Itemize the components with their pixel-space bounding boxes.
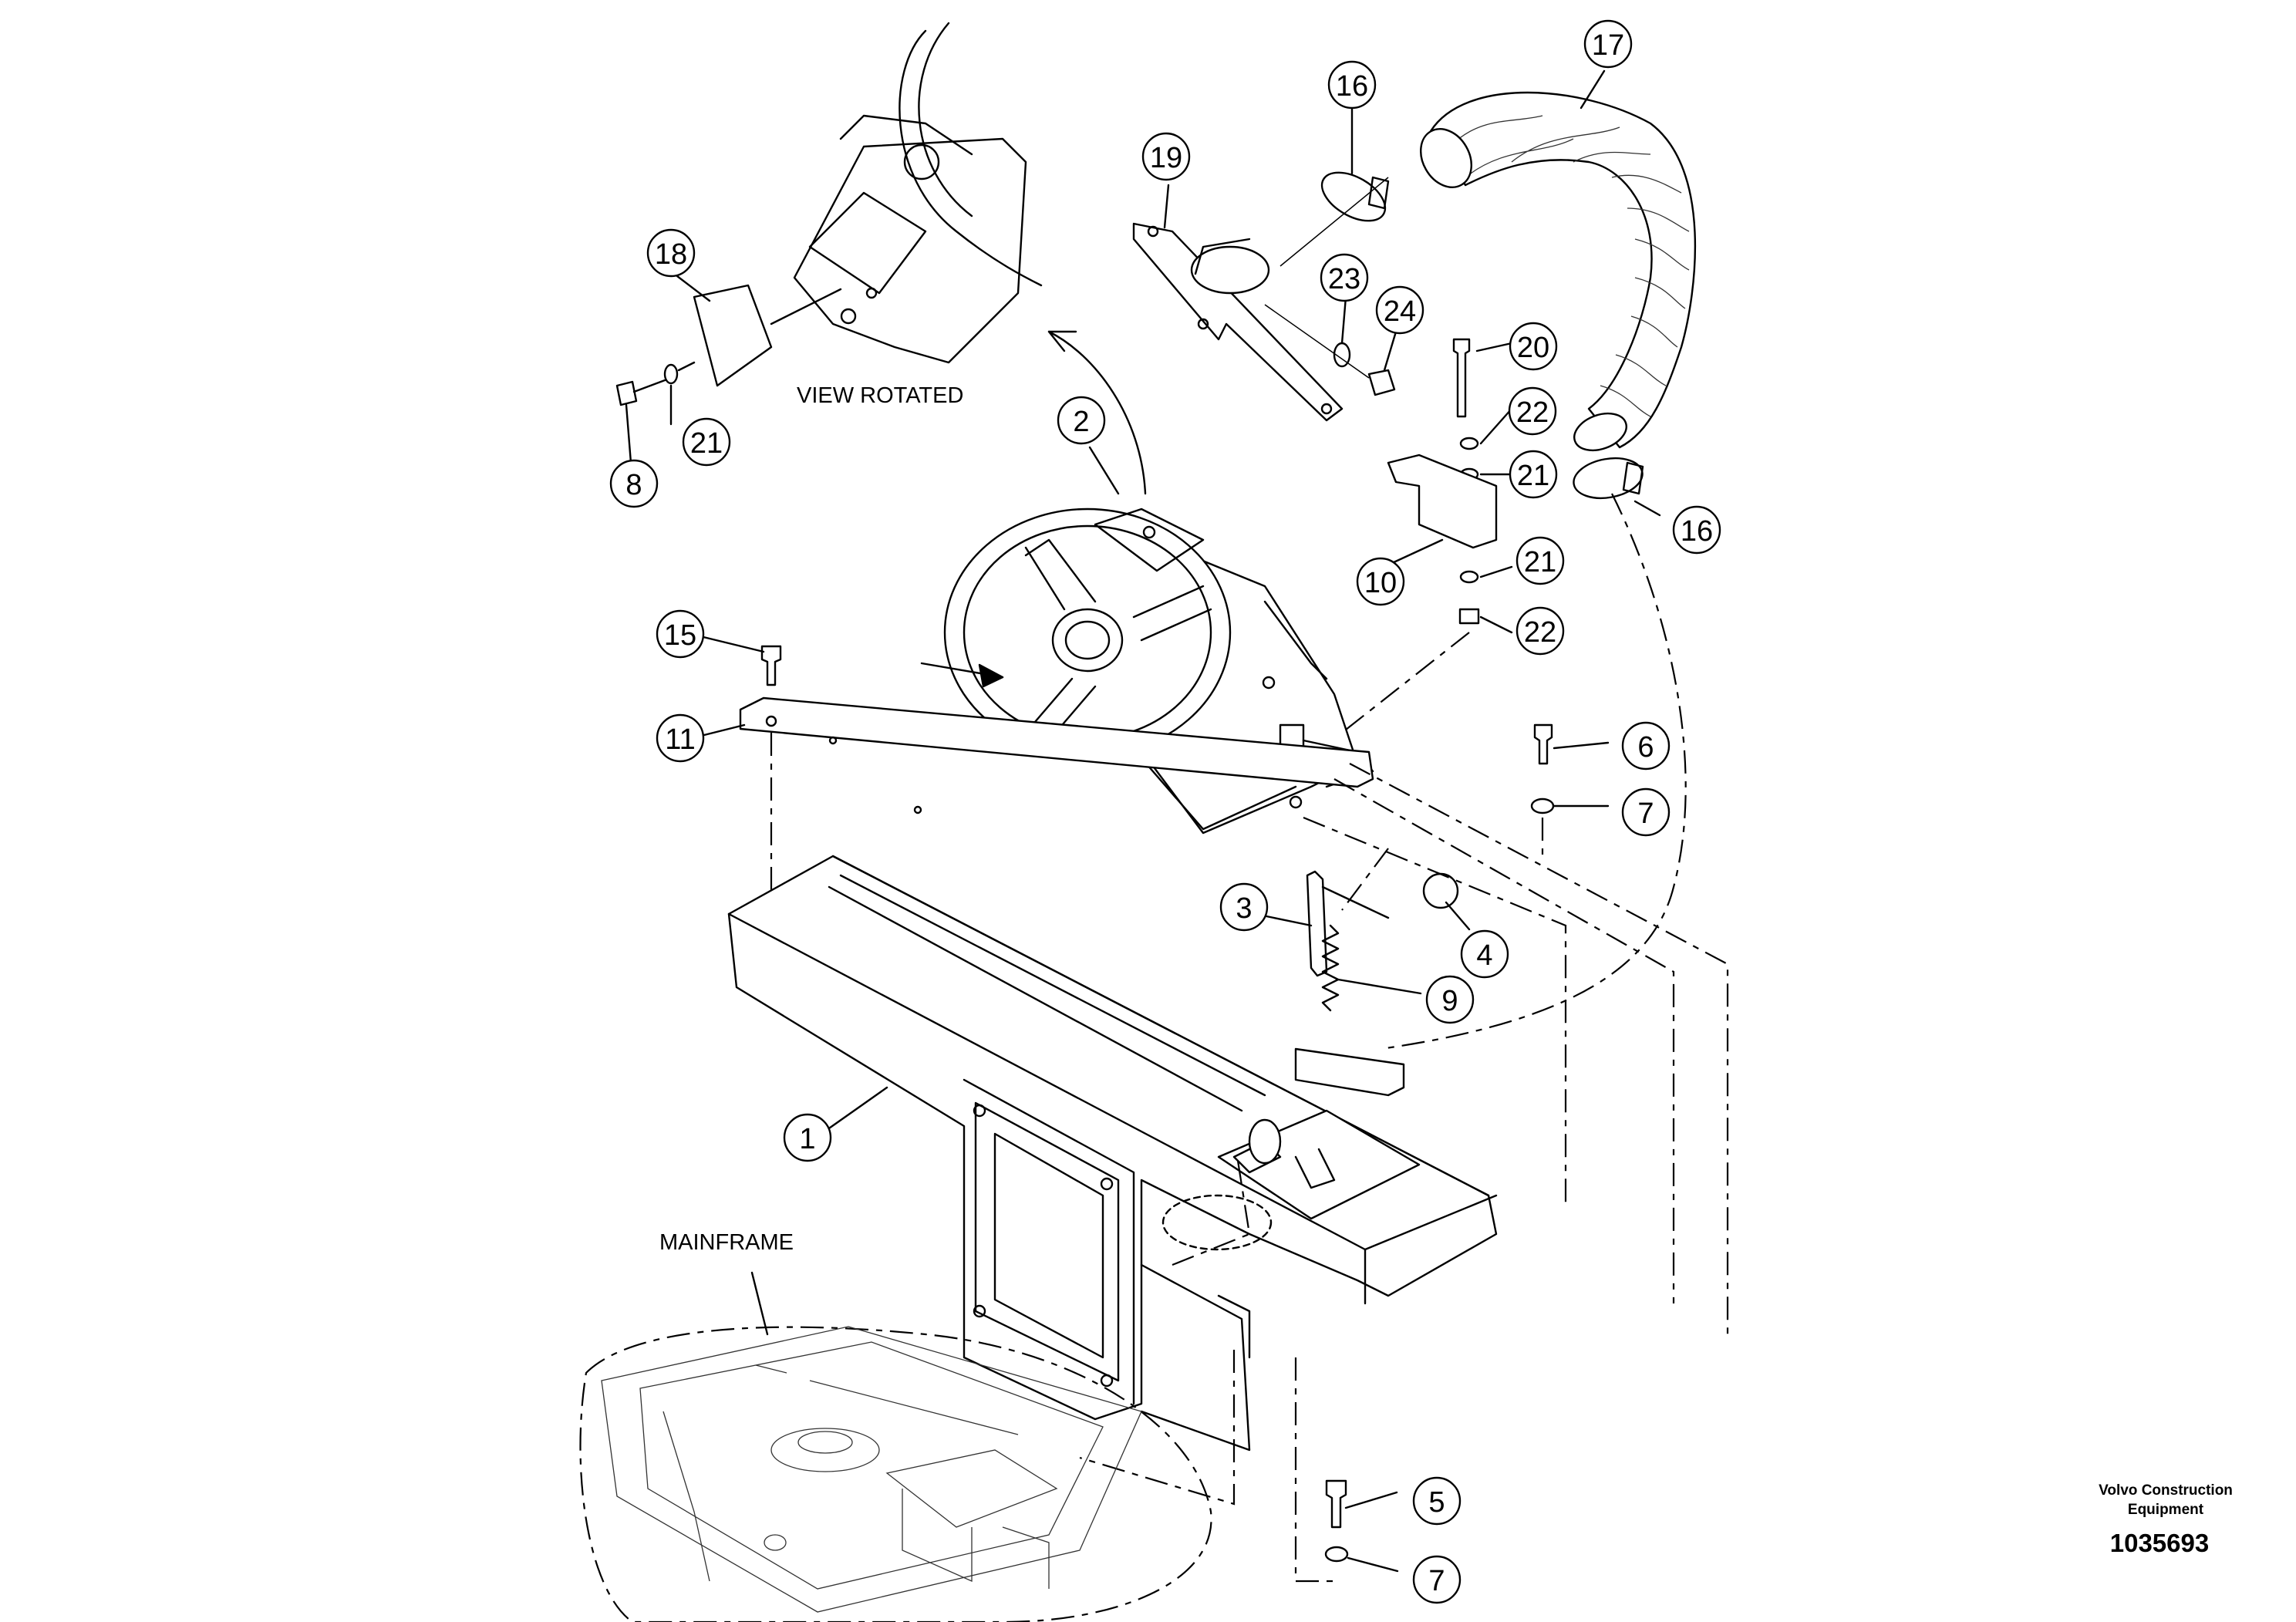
screw-5 [1325,1479,1347,1529]
screw-6 [1533,723,1553,765]
svg-text:22: 22 [1516,396,1549,429]
callout-17: 17 [1583,19,1633,69]
bracket-10 [1387,454,1498,549]
svg-text:1: 1 [799,1123,815,1155]
rotation-arrow [1047,330,1147,495]
washer-7-lower [1324,1546,1349,1563]
view-rotated-label: VIEW ROTATED [797,383,963,408]
svg-text:3: 3 [1236,892,1252,925]
latch-assembly [1217,1047,1421,1220]
svg-text:24: 24 [1384,295,1416,328]
callout-23: 23 [1320,253,1369,302]
bar-11 [739,696,1374,814]
view-rotated-console [793,22,1043,364]
callout-9: 9 [1425,975,1475,1024]
mainframe-label: MAINFRAME [659,1230,794,1255]
callout-16-lower: 16 [1672,505,1721,555]
callout-16-upper: 16 [1327,60,1377,110]
callout-21-lower: 21 [1515,536,1565,585]
callout-3: 3 [1219,882,1269,932]
mainframe-outline [579,1326,1212,1622]
svg-text:9: 9 [1441,985,1458,1017]
callout-21-left: 21 [682,417,731,467]
hose-17 [1420,91,1696,452]
callout-7-upper: 7 [1621,787,1671,837]
svg-text:10: 10 [1364,567,1397,599]
hose-clamp-16-upper [1320,171,1390,222]
svg-text:2: 2 [1073,406,1089,438]
svg-text:20: 20 [1517,332,1549,364]
brand-line-1: Volvo Construction [2099,1482,2233,1499]
svg-text:22: 22 [1524,616,1556,649]
spring-9 [1321,924,1340,1012]
callout-15: 15 [656,609,705,659]
svg-text:6: 6 [1637,731,1654,764]
callout-2: 2 [1057,396,1106,445]
knob-4 [1422,872,1459,909]
svg-text:7: 7 [1637,798,1654,830]
svg-text:21: 21 [690,427,723,460]
callout-8: 8 [609,459,659,508]
callout-18: 18 [646,228,696,278]
svg-text:16: 16 [1681,515,1713,548]
callout-10: 10 [1356,557,1405,606]
callout-24: 24 [1375,285,1424,335]
svg-text:5: 5 [1428,1486,1445,1519]
bolt-24 [1367,369,1396,396]
callout-21-upper: 21 [1509,450,1558,499]
lever-3 [1306,870,1328,977]
part-18-plate [693,284,773,387]
svg-text:21: 21 [1517,460,1549,492]
svg-text:16: 16 [1336,70,1368,103]
callout-5: 5 [1412,1476,1462,1526]
callout-6: 6 [1621,721,1671,771]
steering-column-assembly [943,508,1374,835]
svg-text:23: 23 [1328,263,1360,295]
washer-7-upper [1530,798,1555,814]
callout-19: 19 [1141,132,1191,181]
callout-20: 20 [1509,322,1558,371]
callout-leaders [625,69,1661,1573]
svg-text:8: 8 [625,469,642,501]
svg-text:17: 17 [1592,29,1624,62]
svg-text:7: 7 [1428,1565,1445,1597]
callout-22-upper: 22 [1508,386,1557,436]
svg-text:4: 4 [1476,939,1492,972]
callout-11: 11 [656,713,705,763]
svg-text:19: 19 [1150,142,1182,174]
callout-7-lower: 7 [1412,1555,1462,1604]
callout-22-lower: 22 [1515,606,1565,656]
hose-clamp-16-lower [1573,457,1644,500]
brand-line-2: Equipment [2128,1502,2204,1518]
svg-text:11: 11 [665,723,695,756]
svg-text:18: 18 [655,238,687,271]
bracket-19 [1132,222,1344,422]
callout-4: 4 [1460,929,1509,979]
console-1 [727,855,1498,1452]
callout-1: 1 [783,1113,832,1162]
document-number: 1035693 [2110,1529,2209,1557]
svg-text:15: 15 [664,619,696,652]
bolt-20-stack [1452,338,1480,625]
svg-text:21: 21 [1524,546,1556,578]
screw-15 [760,645,782,686]
screw-8-assembly [615,361,696,406]
